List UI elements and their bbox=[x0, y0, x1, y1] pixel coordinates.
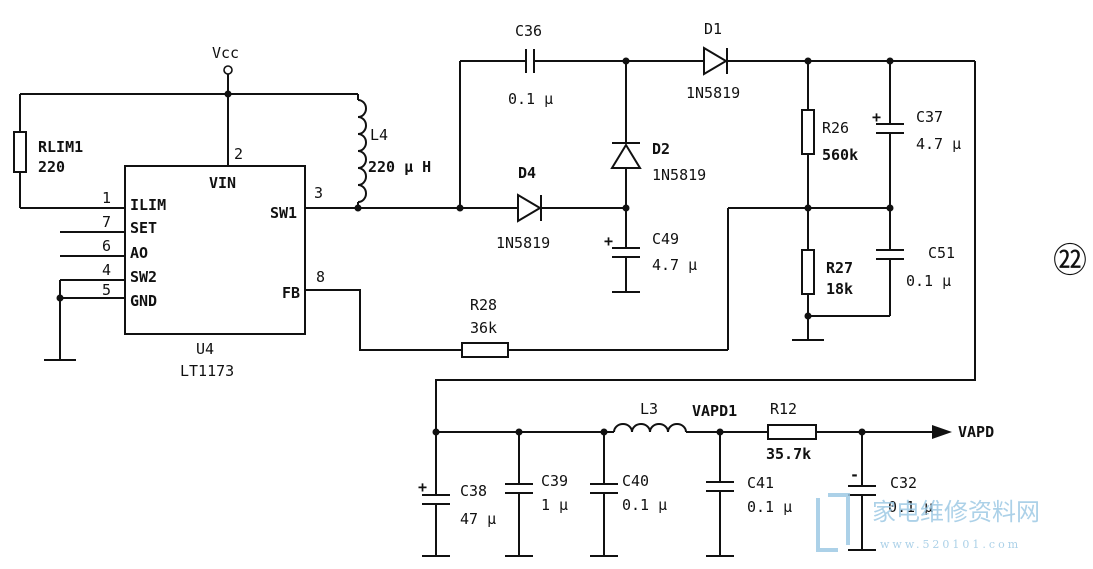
vapd-output-arrow: VAPD bbox=[932, 423, 994, 441]
c40-value: 0.1 μ bbox=[622, 496, 667, 514]
r27-value: 18k bbox=[826, 280, 853, 298]
l4-value: 220 μ H bbox=[368, 158, 431, 176]
vapd-label: VAPD bbox=[958, 423, 994, 441]
r12-name: R12 bbox=[770, 400, 797, 418]
watermark-text: 家电维修资料网 bbox=[872, 498, 1040, 526]
c49-name: C49 bbox=[652, 230, 679, 248]
d1-part: 1N5819 bbox=[686, 84, 740, 102]
capacitor-c51: C51 0.1 μ bbox=[808, 208, 955, 317]
inductor-l3: L3 bbox=[613, 400, 768, 433]
c41-name: C41 bbox=[747, 474, 774, 492]
set-pin-label: SET bbox=[130, 219, 157, 237]
c51-name: C51 bbox=[928, 244, 955, 262]
watermark-logo: 家电维修资料网 www.520101.com bbox=[816, 493, 1040, 552]
d2-part: 1N5819 bbox=[652, 166, 706, 184]
d4-name: D4 bbox=[518, 164, 536, 182]
ground-symbol-u4 bbox=[44, 280, 76, 361]
r28-value: 36k bbox=[470, 319, 497, 337]
d2-name: D2 bbox=[652, 140, 670, 158]
ilim-pin-number: 1 bbox=[102, 189, 111, 207]
ic-name: U4 bbox=[196, 340, 214, 358]
resistor-rlim1: RLIM1 220 bbox=[13, 94, 125, 209]
ic-part-number: LT1173 bbox=[180, 362, 234, 380]
c51-value: 0.1 μ bbox=[906, 272, 951, 290]
l3-name: L3 bbox=[640, 400, 658, 418]
diode-d4: D4 1N5819 bbox=[460, 164, 626, 252]
gnd-pin-number: 5 bbox=[102, 281, 111, 299]
l4-name: L4 bbox=[370, 126, 388, 144]
output-bus-wire bbox=[435, 61, 976, 432]
c40-name: C40 bbox=[622, 472, 649, 490]
capacitor-c49: + C49 4.7 μ bbox=[604, 208, 697, 293]
c38-name: C38 bbox=[460, 482, 487, 500]
fb-pin-number: 8 bbox=[316, 268, 325, 286]
r26-value: 560k bbox=[822, 146, 858, 164]
diode-d2: D2 1N5819 bbox=[610, 61, 706, 208]
c36-name: C36 bbox=[515, 22, 542, 40]
resistor-r28: R28 36k bbox=[305, 289, 728, 358]
c38-value: 47 μ bbox=[460, 510, 496, 528]
figure-number: ㉒ bbox=[1053, 241, 1087, 281]
sw1-pin-number: 3 bbox=[314, 184, 323, 202]
r27-name: R27 bbox=[826, 259, 853, 277]
c37-name: C37 bbox=[916, 108, 943, 126]
set-pin-number: 7 bbox=[102, 213, 111, 231]
vin-pin-label: VIN bbox=[209, 174, 236, 192]
sw2-pin-number: 4 bbox=[102, 261, 111, 279]
capacitor-c39: C39 1 μ bbox=[505, 432, 568, 557]
c32-polarity: - bbox=[850, 466, 859, 484]
resistor-r26: R26 560k bbox=[801, 61, 858, 208]
d1-name: D1 bbox=[704, 20, 722, 38]
r12-value: 35.7k bbox=[766, 445, 811, 463]
r26-name: R26 bbox=[822, 119, 849, 137]
fb-pin-label: FB bbox=[282, 284, 300, 302]
sw1-pin-label: SW1 bbox=[270, 204, 297, 222]
c32-value: 0.1 μ bbox=[888, 498, 933, 516]
r28-name: R28 bbox=[470, 296, 497, 314]
ilim-pin-label: ILIM bbox=[130, 196, 166, 214]
ic-u4: 2 VIN 1 ILIM 7 SET 6 AO 4 SW2 5 GND 3 SW… bbox=[60, 145, 325, 380]
vcc-terminal: Vcc bbox=[212, 44, 239, 94]
c39-value: 1 μ bbox=[541, 496, 568, 514]
c36-value: 0.1 μ bbox=[508, 90, 553, 108]
inductor-l4: L4 220 μ H bbox=[357, 94, 431, 208]
resistor-r27: R27 18k bbox=[801, 208, 853, 340]
vcc-label: Vcc bbox=[212, 44, 239, 62]
diode-d1: D1 1N5819 bbox=[626, 20, 975, 102]
ao-pin-number: 6 bbox=[102, 237, 111, 255]
vapd1-node-label: VAPD1 bbox=[692, 402, 737, 420]
capacitor-c40: C40 0.1 μ bbox=[590, 432, 667, 557]
c37-polarity: + bbox=[872, 108, 881, 126]
d4-part: 1N5819 bbox=[496, 234, 550, 252]
watermark-url: www.520101.com bbox=[880, 538, 1021, 551]
c41-value: 0.1 μ bbox=[747, 498, 792, 516]
c32-name: C32 bbox=[890, 474, 917, 492]
resistor-r12: R12 35.7k bbox=[766, 400, 935, 463]
capacitor-c36: C36 0.1 μ bbox=[459, 22, 626, 208]
vin-pin-number: 2 bbox=[234, 145, 243, 163]
rlim1-name: RLIM1 bbox=[38, 138, 83, 156]
c49-polarity: + bbox=[604, 232, 613, 250]
c39-name: C39 bbox=[541, 472, 568, 490]
c38-polarity: + bbox=[418, 478, 427, 496]
c49-value: 4.7 μ bbox=[652, 256, 697, 274]
ao-pin-label: AO bbox=[130, 244, 148, 262]
gnd-pin-label: GND bbox=[130, 292, 157, 310]
capacitor-c41: C41 0.1 μ bbox=[706, 432, 792, 557]
rlim1-value: 220 bbox=[38, 158, 65, 176]
c37-value: 4.7 μ bbox=[916, 135, 961, 153]
sw2-pin-label: SW2 bbox=[130, 268, 157, 286]
capacitor-c38: + C38 47 μ bbox=[418, 432, 496, 557]
capacitor-c37: + C37 4.7 μ bbox=[872, 61, 961, 208]
capacitor-c32: - C32 0.1 μ bbox=[848, 432, 933, 551]
